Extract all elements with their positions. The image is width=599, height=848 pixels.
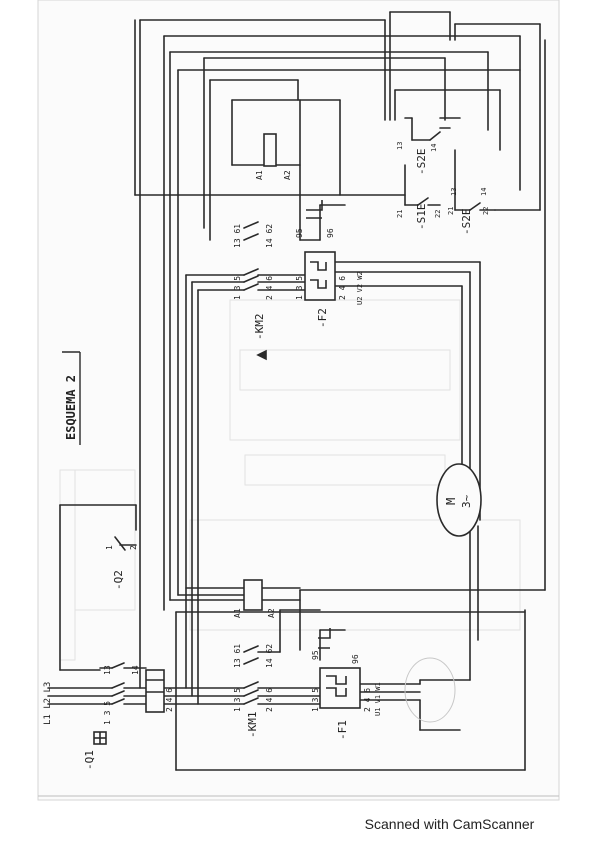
- motor-label-m: M: [444, 498, 458, 505]
- motor-m: [436, 463, 482, 537]
- terminal-km2-aux-bot: 14 62: [265, 224, 274, 248]
- label-s2e-a: -S2E: [415, 149, 428, 176]
- terminal-f1-96: 96: [351, 654, 360, 664]
- terminal-s2e-c-a: 13: [450, 188, 458, 196]
- terminal-f2-bot: 2 4 6: [338, 276, 347, 300]
- scanner-watermark: Scanned with CamScanner: [0, 816, 599, 832]
- f2-thermal-relay: [304, 251, 336, 301]
- terminal-f2-out: U2 V2 W2: [356, 271, 364, 305]
- terminal-f2-96: 96: [326, 228, 335, 238]
- terminal-f1-top: 1 3 5: [311, 688, 320, 712]
- terminal-km1-aux-top: 13 61: [233, 644, 242, 668]
- terminal-q2-a: 1: [105, 545, 114, 550]
- supply-label: L1 L2 L3: [43, 682, 53, 725]
- label-s1e: -S1E: [415, 204, 428, 231]
- label-q2: -Q2: [112, 570, 125, 590]
- terminal-s1e-b: 22: [434, 210, 442, 218]
- terminal-q2-b: 2: [129, 545, 138, 550]
- terminal-q1-aux-b: 14: [131, 665, 140, 675]
- terminal-km2-aux-top: 13 61: [233, 224, 242, 248]
- terminal-f1-bot: 2 4 6: [363, 688, 372, 712]
- terminal-km1-a1: A1: [233, 608, 242, 618]
- q1-breaker-box: [145, 669, 165, 713]
- label-f1: -F1: [336, 720, 349, 740]
- components: [38, 133, 559, 797]
- terminal-f2-top: 1 3 5: [295, 276, 304, 300]
- terminal-km1-aux-bot: 14 62: [265, 644, 274, 668]
- wires: [47, 11, 546, 771]
- terminal-km1-top: 1 3 5: [233, 688, 242, 712]
- terminal-s2e-b-b: 22: [482, 207, 490, 215]
- label-km2: -KM2: [253, 314, 266, 341]
- paper-sheet: [37, 0, 560, 801]
- terminal-km1-a2: A2: [267, 608, 276, 618]
- terminal-km1-bot: 2 4 6: [265, 688, 274, 712]
- terminal-f2-95: 95: [295, 228, 304, 238]
- terminal-f1-95: 95: [311, 650, 320, 660]
- label-f2: -F2: [316, 308, 329, 328]
- km2-arrow: [256, 349, 267, 361]
- terminal-f1-out: U1 V1 W1: [374, 682, 382, 716]
- label-s2e-b: -S2E: [460, 209, 473, 236]
- terminal-s2e-a-b: 14: [430, 144, 438, 152]
- faint-guides: [59, 299, 521, 661]
- title-bracket: [62, 351, 81, 445]
- terminal-q1-aux-a: 13: [103, 665, 112, 675]
- km1-coil: [243, 579, 263, 611]
- terminal-s2e-b-a: 21: [447, 207, 455, 215]
- motor-label-3: 3~: [460, 494, 473, 508]
- km2-coil: [263, 133, 277, 167]
- terminal-s2e-a-a: 13: [396, 142, 404, 150]
- terminal-km2-top: 1 3 5: [233, 276, 242, 300]
- title-esquema: ESQUEMA 2: [64, 375, 78, 440]
- terminal-km2-a2: A2: [283, 170, 292, 180]
- terminal-q1-top: 1 3 5: [103, 701, 112, 725]
- terminal-q1-bot: 2 4 6: [165, 688, 174, 712]
- terminal-s1e-a: 21: [396, 210, 404, 218]
- terminal-km2-a1: A1: [255, 170, 264, 180]
- terminal-s2e-c-b: 14: [480, 188, 488, 196]
- scanner-watermark-text: Scanned with CamScanner: [364, 816, 535, 832]
- label-km1: -KM1: [246, 712, 259, 739]
- terminal-km2-bot: 2 4 6: [265, 276, 274, 300]
- label-q1: -Q1: [83, 750, 96, 770]
